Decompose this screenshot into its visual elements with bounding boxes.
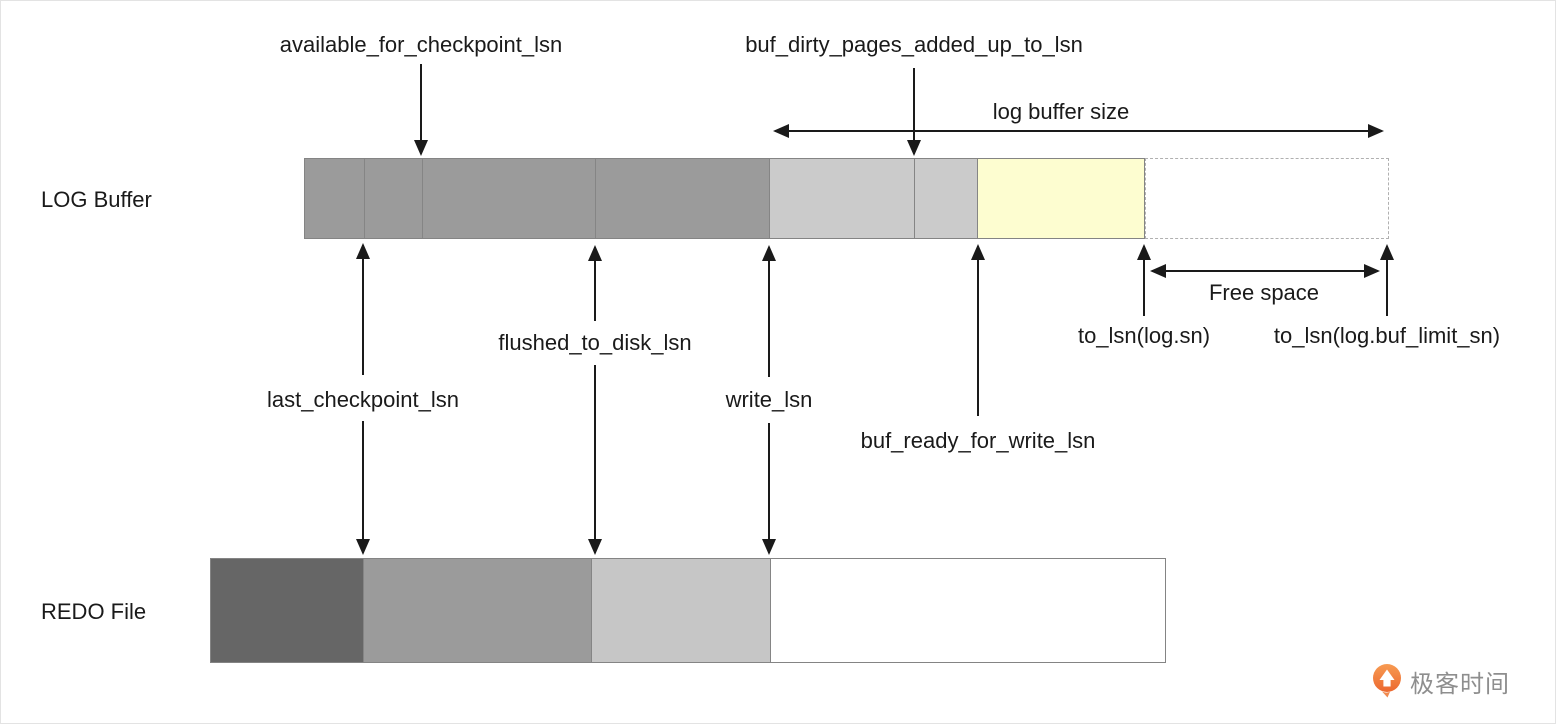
log-buffer-seg-ready-for-write — [914, 159, 977, 238]
to-lsn-log-buf-limit-sn-label: to_lsn(log.buf_limit_sn) — [1270, 323, 1504, 349]
last-checkpoint-lsn-label: last_checkpoint_lsn — [263, 387, 463, 413]
redo-file-bar — [210, 558, 1166, 663]
to-lsn-log-sn-label: to_lsn(log.sn) — [1074, 323, 1214, 349]
geektime-wordmark: 极客时间 — [1410, 670, 1510, 698]
log-buffer-seg-checkpoint-window — [364, 159, 422, 238]
geektime-icon — [1373, 664, 1401, 698]
redo-file-label: REDO File — [41, 599, 147, 624]
log-buffer-free-space-segment — [1145, 158, 1389, 239]
available-for-checkpoint-lsn-label: available_for_checkpoint_lsn — [276, 32, 566, 58]
redo-seg-checkpointed — [211, 559, 363, 662]
free-space-label: Free space — [1205, 280, 1323, 306]
log-buffer-size-label: log buffer size — [989, 99, 1133, 125]
log-buffer-seg-flushed — [422, 159, 595, 238]
buf-dirty-pages-added-up-to-lsn-label: buf_dirty_pages_added_up_to_lsn — [742, 32, 1086, 58]
log-buffer-label: LOG Buffer — [41, 187, 152, 212]
redo-seg-flushed — [363, 559, 591, 662]
geektime-logo: 极客时间 — [1372, 663, 1510, 699]
buf-ready-for-write-lsn-label: buf_ready_for_write_lsn — [857, 428, 1099, 454]
redo-seg-empty — [770, 559, 1165, 662]
log-buffer-solid-region — [304, 158, 1145, 239]
log-buffer-seg-before-checkpoint — [305, 159, 364, 238]
log-buffer-bar — [304, 158, 1389, 239]
log-buffer-seg-dirty-added — [769, 159, 914, 238]
log-buffer-seg-written — [595, 159, 769, 238]
log-buffer-seg-reserved — [977, 159, 1144, 238]
redo-seg-written — [591, 559, 770, 662]
write-lsn-label: write_lsn — [722, 387, 816, 413]
flushed-to-disk-lsn-label: flushed_to_disk_lsn — [495, 330, 695, 356]
